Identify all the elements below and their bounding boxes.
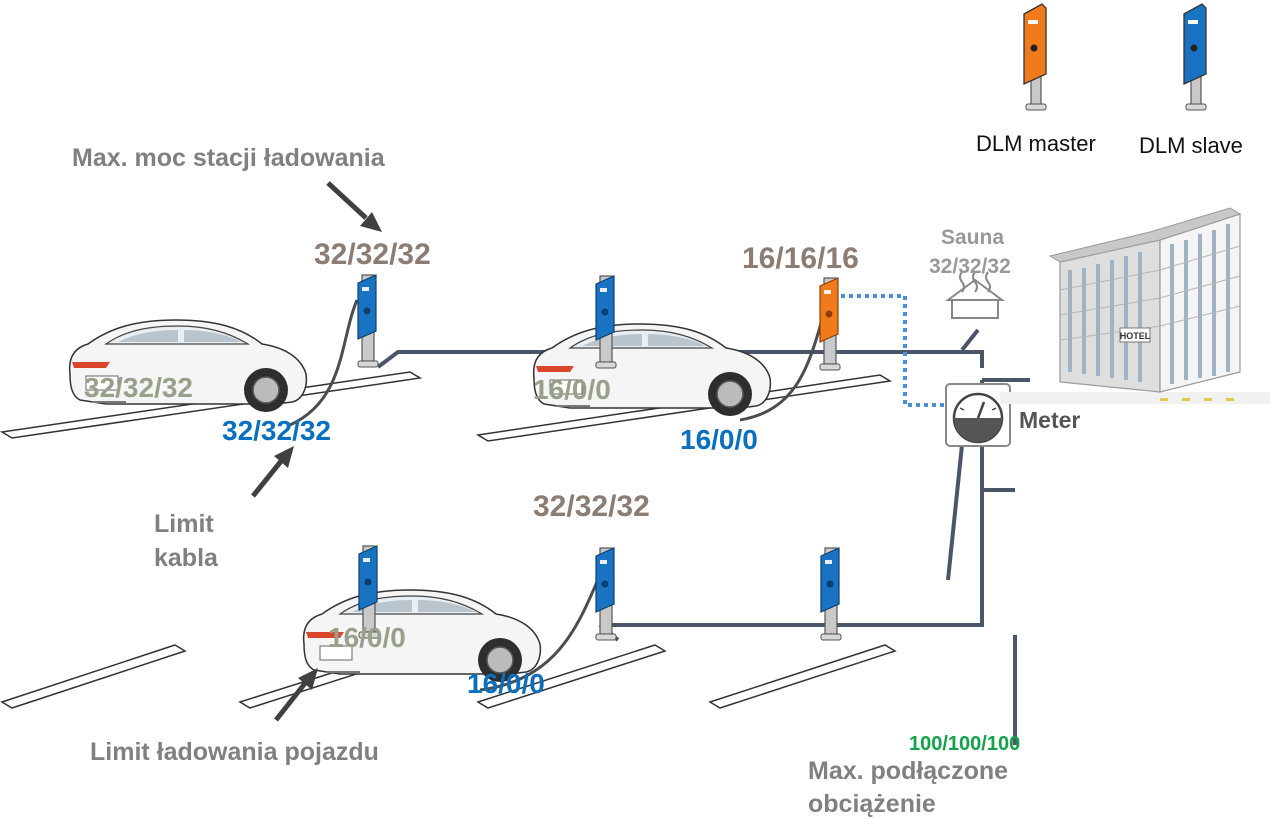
arrow-to-cable-limit xyxy=(251,446,294,498)
car-limit-top-middle: 16/0/0 xyxy=(533,374,611,405)
max-load-annotation-line1: Max. podłączone xyxy=(808,757,1009,785)
station-rating-top-middle: 16/16/16 xyxy=(742,242,859,275)
charge-cable xyxy=(479,574,602,692)
cable-limit-top-left: 32/32/32 xyxy=(222,415,331,446)
parking-line xyxy=(708,644,897,709)
parking-line xyxy=(476,644,667,709)
car-limit-bottom: 16/0/0 xyxy=(328,622,406,653)
max-load-annotation-line2: obciążenie xyxy=(808,790,936,818)
arrow-to-station-rating xyxy=(326,181,382,232)
max-load-value: 100/100/100 xyxy=(909,733,1021,755)
cable-limit-annotation-line2: kabla xyxy=(154,544,218,572)
sauna-icon xyxy=(944,271,1006,319)
meter-icon xyxy=(945,383,1011,447)
meter-label: Meter xyxy=(1019,407,1081,433)
legend-slave-label: DLM slave xyxy=(1139,133,1243,158)
legend-master-station-icon xyxy=(1023,3,1047,111)
vehicle-limit-annotation: Limit ładowania pojazdu xyxy=(90,738,379,766)
sauna-value: 32/32/32 xyxy=(929,255,1011,278)
cable-limit-bottom: 16/0/0 xyxy=(467,668,545,699)
station-master xyxy=(819,277,841,371)
hotel-building: HOTEL xyxy=(1000,207,1270,404)
dlm-communication-line xyxy=(833,294,952,407)
car-limit-top-left: 32/32/32 xyxy=(84,372,193,403)
station-rating-bottom-middle: 32/32/32 xyxy=(533,490,650,523)
legend-master-label: DLM master xyxy=(976,131,1096,156)
arrow-to-vehicle-limit xyxy=(274,668,318,722)
legend-slave-station-icon xyxy=(1183,3,1207,111)
bottom-bus-line xyxy=(612,380,984,627)
sauna-label: Sauna xyxy=(941,226,1005,249)
hotel-sign: HOTEL xyxy=(1120,331,1151,341)
annotation-arrows xyxy=(251,181,382,722)
sauna-line xyxy=(960,328,980,352)
cable-limit-annotation-line1: Limit xyxy=(154,510,214,538)
station-slave-top-left xyxy=(357,274,379,368)
station-rating-top-left: 32/32/32 xyxy=(314,238,431,271)
meter-to-grid-line xyxy=(946,444,964,581)
cable-limit-top-middle: 16/0/0 xyxy=(680,424,758,455)
title-annotation: Max. moc stacji ładowania xyxy=(72,144,385,172)
charge-cable xyxy=(289,299,359,427)
parking-line xyxy=(0,644,187,709)
